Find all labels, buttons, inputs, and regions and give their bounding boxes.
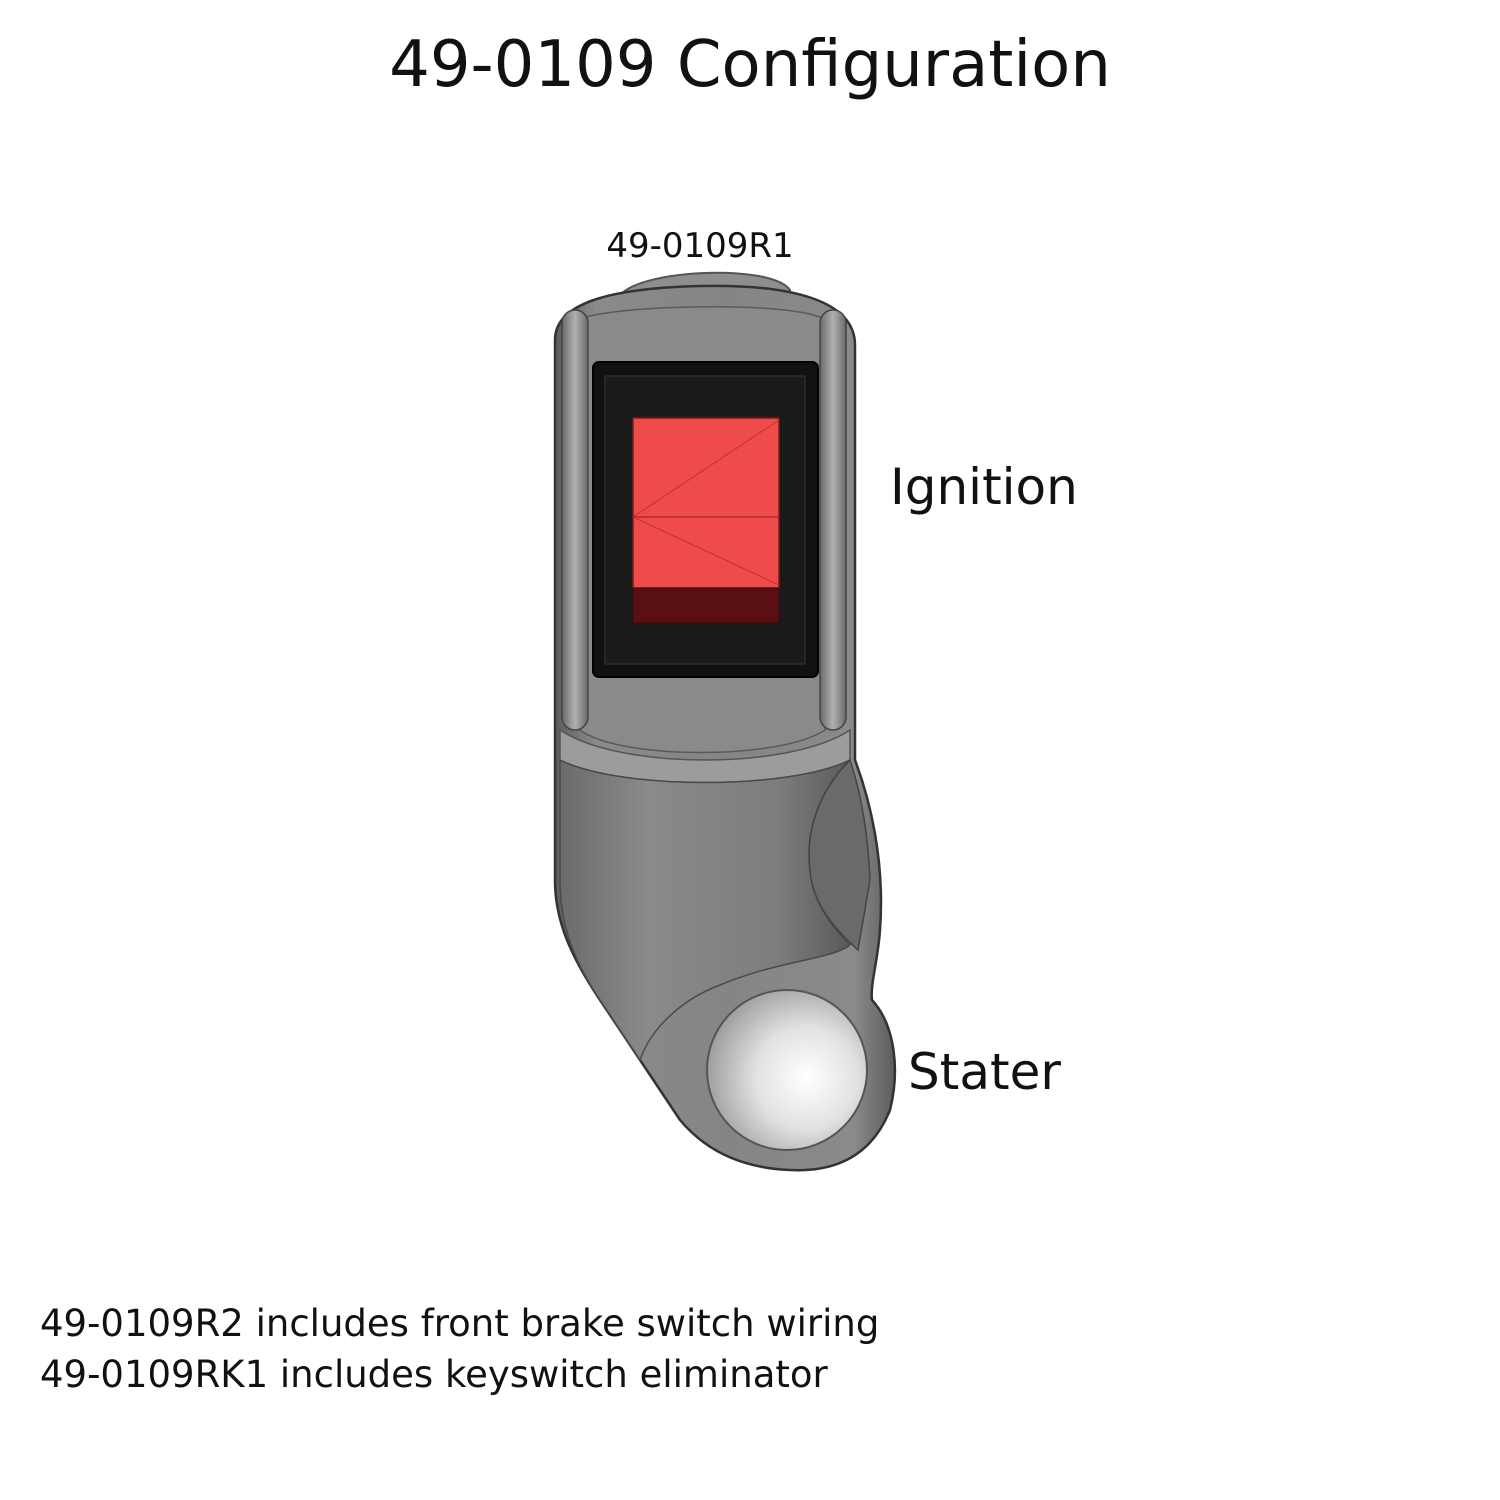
rocker-facet-line bbox=[632, 516, 780, 586]
rocker-switch-lower bbox=[632, 587, 780, 624]
starter-button[interactable] bbox=[706, 989, 868, 1151]
note-line: 49-0109RK1 includes keyswitch eliminator bbox=[40, 1353, 828, 1396]
part-number-label: 49-0109R1 bbox=[606, 226, 794, 266]
ignition-callout: Ignition bbox=[890, 458, 1078, 516]
page-title: 49-0109 Configuration bbox=[389, 28, 1111, 102]
note-line: 49-0109R2 includes front brake switch wi… bbox=[40, 1302, 880, 1345]
right-rail bbox=[819, 309, 847, 731]
rocker-facet-line bbox=[632, 419, 780, 518]
left-rail bbox=[561, 309, 589, 731]
housing-lower-cutout bbox=[808, 758, 871, 952]
starter-callout: Stater bbox=[908, 1043, 1061, 1101]
housing-lower-body bbox=[559, 758, 852, 1062]
